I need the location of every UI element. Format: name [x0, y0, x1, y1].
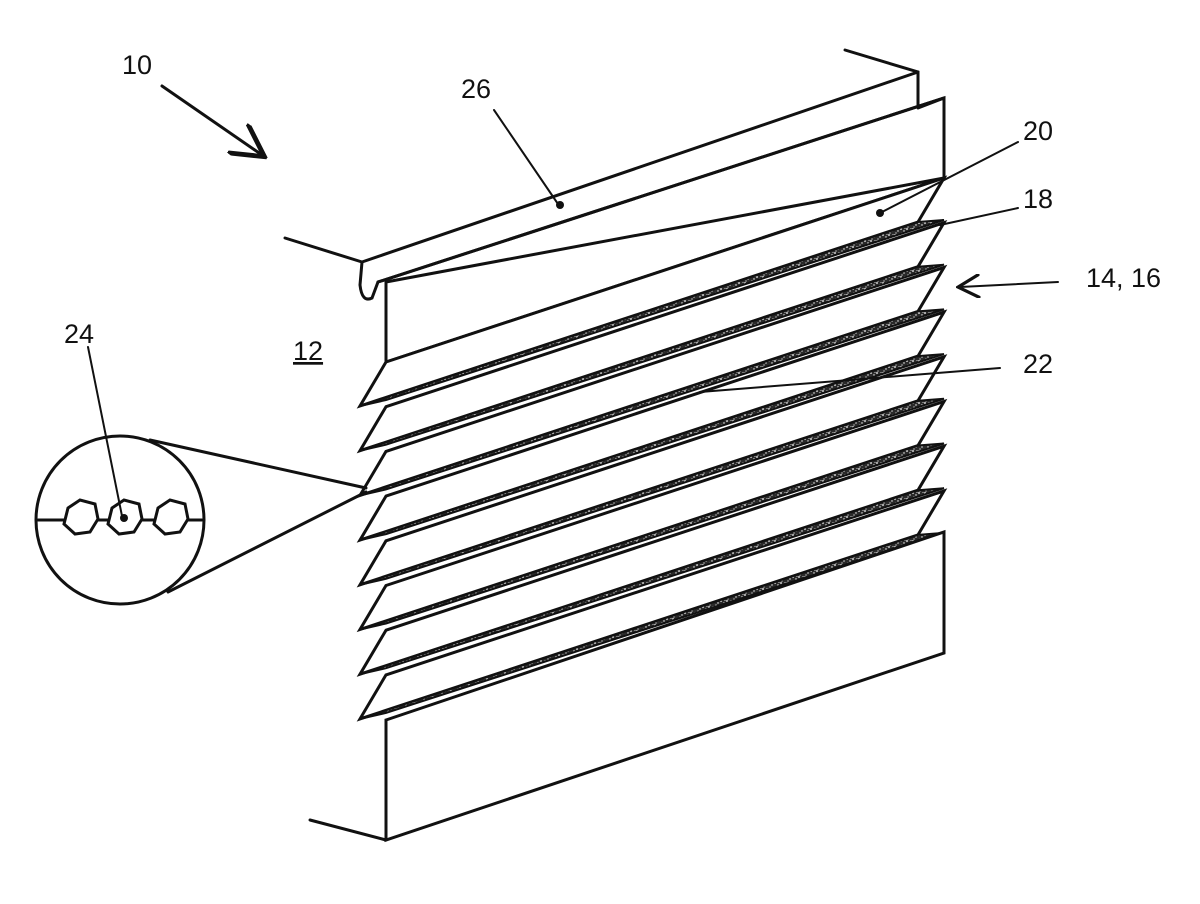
- label-cord-detail: 24: [64, 319, 94, 349]
- pleat-fabric: [359, 219, 945, 407]
- detail-leader: [87, 346, 123, 517]
- pleat-fabric: [359, 397, 945, 586]
- assembly-arrow: [160, 84, 262, 155]
- pleat-leader: [939, 207, 1019, 226]
- pleat-stack: [356, 175, 948, 722]
- label-top-panel: 20: [1023, 116, 1053, 146]
- label-pleat: 18: [1023, 184, 1053, 214]
- pleat-fabric: [359, 308, 945, 497]
- headrail-leader: [493, 109, 559, 205]
- label-shade: 14, 16: [1086, 263, 1161, 293]
- label-assembly: 10: [122, 50, 152, 80]
- label-headrail: 26: [461, 74, 491, 104]
- label-cord: 22: [1023, 349, 1053, 379]
- top-panel-leader: [881, 141, 1019, 213]
- pleat-fabric: [359, 487, 945, 676]
- pleat-fabric: [359, 353, 945, 542]
- label-window: 12: [293, 336, 323, 366]
- bottom-rail: [308, 529, 946, 843]
- pleat-fabric: [359, 263, 945, 452]
- cord-leader: [699, 367, 1001, 393]
- cord-detail-circle: [34, 434, 368, 606]
- shade-arrow: [960, 282, 1059, 287]
- pleat-fabric: [359, 442, 945, 631]
